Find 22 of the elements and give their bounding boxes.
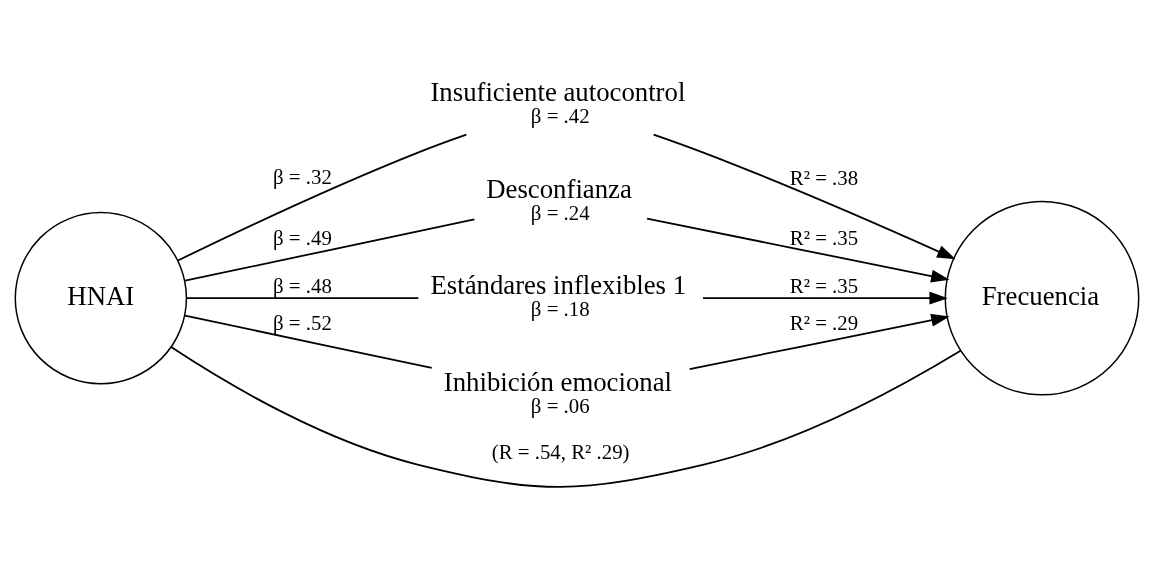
edge-label: R² = .38	[789, 166, 859, 191]
edge-label: β = .49	[273, 225, 332, 250]
arrow	[646, 217, 950, 283]
connector	[177, 133, 468, 262]
arrow	[688, 313, 950, 370]
node-text: Inhibición emocional	[443, 367, 673, 397]
node-circle: HNAI	[14, 211, 188, 385]
node-label: β = .06	[530, 394, 590, 419]
edge-label: R² = .35	[789, 225, 859, 250]
edge-label: β = .48	[273, 273, 332, 298]
arrow	[652, 133, 956, 260]
edge-label: β = .52	[273, 310, 332, 335]
arrow	[702, 291, 948, 305]
node-circle: Frecuencia	[944, 200, 1140, 396]
edge-label: R² = .35	[789, 273, 859, 298]
connector	[185, 297, 420, 300]
edge-label: β = .32	[273, 164, 332, 189]
edge-label: (R = .54, R² .29)	[491, 440, 630, 465]
connector	[184, 314, 433, 369]
connector	[184, 218, 476, 282]
edge-label: R² = .29	[789, 310, 859, 335]
connector	[170, 346, 962, 488]
